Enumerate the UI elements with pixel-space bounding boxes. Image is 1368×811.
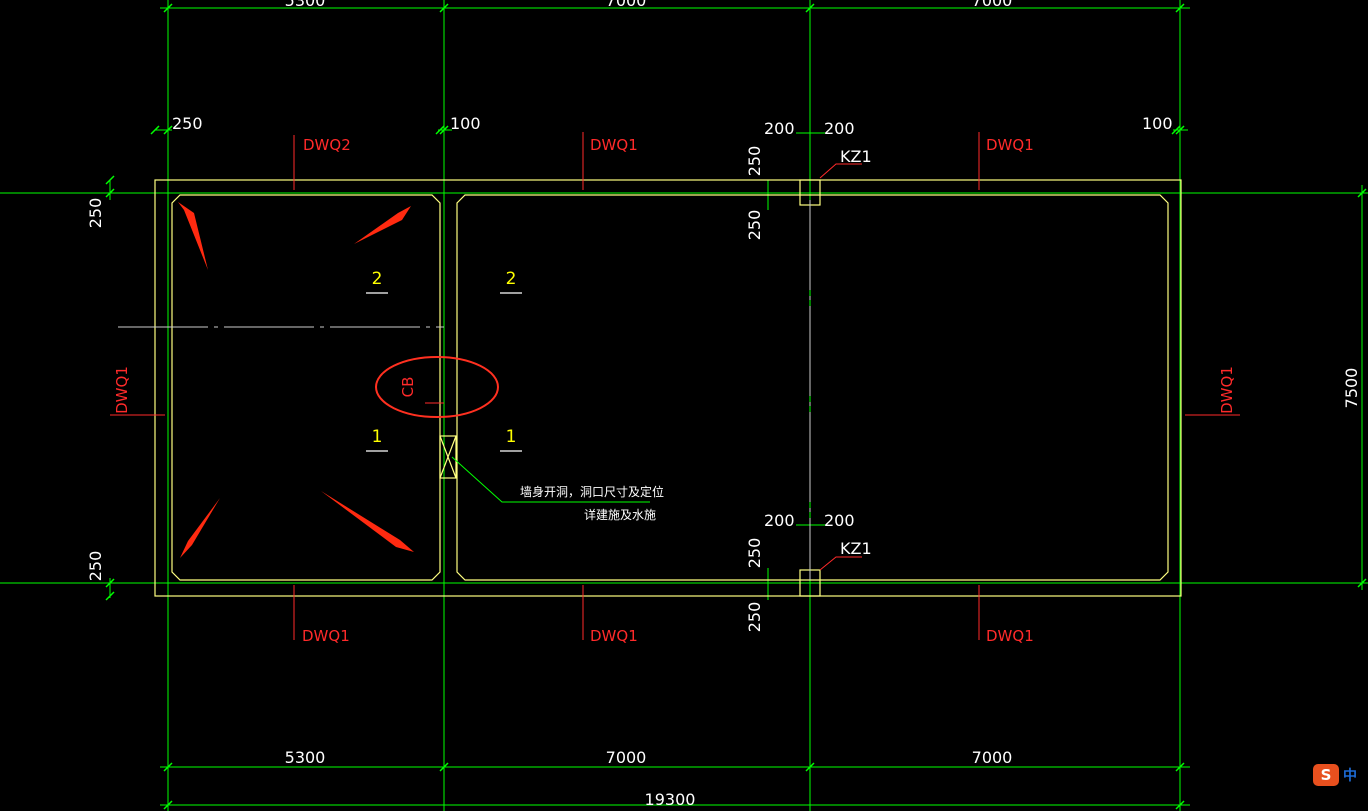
highlight-circle	[375, 356, 499, 418]
dim-right-total: 7500	[1342, 368, 1361, 409]
dim-top-span-3: 7000	[972, 0, 1013, 10]
wall-label-top-right: DWQ1	[986, 136, 1034, 154]
column-label-top: KZ1	[840, 147, 872, 166]
wall-label-bottom-right: DWQ1	[986, 627, 1034, 645]
outer-wall	[154, 179, 1182, 597]
dim-bottom-span-1: 5300	[285, 748, 326, 767]
ime-indicator[interactable]: S 中	[1313, 763, 1365, 787]
dim-bottom-span-2: 7000	[606, 748, 647, 767]
dim-total: 19300	[645, 790, 696, 809]
section-mark-mid-bottom: 1	[506, 427, 517, 447]
note-leader	[451, 456, 650, 503]
wall-label-top-mid: DWQ1	[590, 136, 638, 154]
label-leaders	[110, 132, 1240, 640]
wall-label-right: DWQ1	[1218, 366, 1236, 414]
wall-label-top-left: DWQ2	[303, 136, 351, 154]
dim-bottom-span-3: 7000	[972, 748, 1013, 767]
wall-label-bottom-mid: DWQ1	[590, 627, 638, 645]
dim-col-top-right: 200	[824, 119, 855, 138]
arrow-bottom-left-icon	[180, 498, 220, 558]
dim-col-bot-up: 250	[745, 538, 764, 569]
arrow-top-left-icon	[178, 202, 208, 270]
room-left	[171, 194, 441, 581]
arrow-bottom-right-icon	[321, 491, 414, 552]
note-line-2: 详建施及水施	[584, 507, 656, 522]
column-label-bottom: KZ1	[840, 539, 872, 558]
section-marks: 2 2 1 1	[372, 269, 517, 447]
walls	[154, 179, 1182, 597]
dim-col-top-down: 250	[745, 210, 764, 241]
red-arrows	[178, 202, 414, 558]
dim-top-span-1: 5300	[285, 0, 326, 10]
wall-label-bottom-left: DWQ1	[302, 627, 350, 645]
dim-col-bot-right: 200	[824, 511, 855, 530]
section-mark-mid-top: 2	[506, 269, 517, 289]
dim-col-bot-down: 250	[745, 602, 764, 633]
note-line-1: 墙身开洞，洞口尺寸及定位	[520, 484, 664, 499]
sogou-logo-icon: S	[1313, 764, 1339, 786]
dim-col-top-up: 250	[745, 146, 764, 177]
cb-label: CB	[399, 377, 417, 398]
dim-top-right-offset: 100	[1142, 114, 1173, 133]
center-lines	[118, 200, 811, 580]
dim-left-top: 250	[86, 198, 105, 229]
dim-top-span-2: 7000	[606, 0, 647, 10]
wall-opening	[439, 435, 457, 479]
dim-col-bot-left: 200	[764, 511, 795, 530]
wall-label-left: DWQ1	[113, 366, 131, 414]
dim-top-mid-offset: 100	[450, 114, 481, 133]
section-mark-left-top: 2	[372, 269, 383, 289]
section-mark-left-bottom: 1	[372, 427, 383, 447]
ime-language-label: 中	[1343, 768, 1357, 784]
room-right	[456, 194, 1169, 581]
dim-top-left-offset: 250	[172, 114, 203, 133]
arrow-top-right-icon	[354, 206, 411, 244]
dim-col-top-left: 200	[764, 119, 795, 138]
dim-left-bottom: 250	[86, 551, 105, 582]
